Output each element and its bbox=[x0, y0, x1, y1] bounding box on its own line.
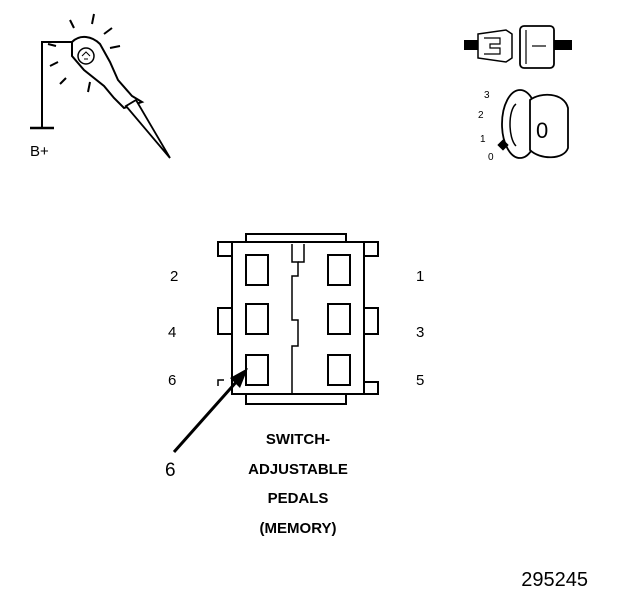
pin-label-3: 3 bbox=[416, 324, 424, 341]
disconnected-connector-icon bbox=[464, 25, 572, 69]
caption-line-1: SWITCH- bbox=[266, 431, 330, 448]
pin-label-1: 1 bbox=[416, 268, 424, 285]
key-face-label: 0 bbox=[536, 118, 548, 143]
b-plus-label: B+ bbox=[30, 143, 49, 160]
figure-number: 295245 bbox=[521, 569, 588, 591]
pin-label-2: 2 bbox=[170, 268, 178, 285]
pointer-arrow bbox=[172, 368, 248, 453]
caption-line-3: PEDALS bbox=[268, 490, 329, 507]
key-position-3: 3 bbox=[484, 90, 490, 101]
pointer-label: 6 bbox=[165, 460, 176, 481]
pin-label-6: 6 bbox=[168, 372, 176, 389]
key-position-2: 2 bbox=[478, 110, 484, 121]
caption-line-4: (MEMORY) bbox=[260, 520, 337, 537]
key-position-1: 1 bbox=[480, 134, 486, 145]
connector-face bbox=[217, 233, 379, 405]
caption-line-2: ADJUSTABLE bbox=[248, 461, 348, 478]
pin-label-5: 5 bbox=[416, 372, 424, 389]
test-light-icon bbox=[30, 13, 171, 159]
ignition-key-icon bbox=[497, 89, 569, 159]
key-position-0: 0 bbox=[488, 152, 494, 163]
pin-label-4: 4 bbox=[168, 324, 176, 341]
